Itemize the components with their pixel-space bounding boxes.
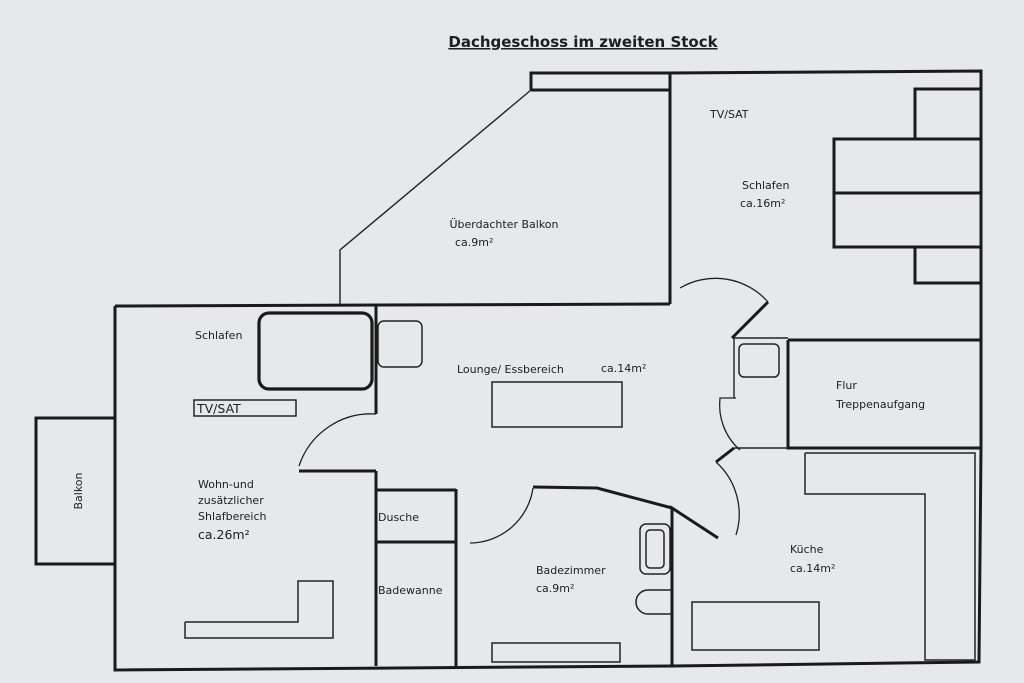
kitchen-table <box>691 601 820 651</box>
label-lounge-area: ca.14m² <box>601 362 646 375</box>
label-bedroom-right: Schlafen <box>742 179 789 192</box>
chair-left <box>377 320 423 368</box>
furniture <box>184 87 983 663</box>
bed-lower <box>832 191 983 249</box>
door-kitchen-arc <box>715 461 740 536</box>
label-flur: Flur <box>836 379 857 392</box>
bath-shelf <box>491 642 621 663</box>
label-bedroom-left: Schlafen <box>195 329 242 342</box>
walls <box>34 69 983 672</box>
door-bedroom-arc <box>679 277 769 303</box>
sink-basin <box>645 529 665 569</box>
wall-bath-top <box>532 485 673 510</box>
label-tv-right: TV/SAT <box>709 108 749 121</box>
dining-table <box>491 381 623 428</box>
label-bathtub: Badewanne <box>378 584 443 597</box>
nightstand-bottom <box>913 245 983 285</box>
tv-board-left <box>193 399 297 417</box>
label-stairs: Treppenaufgang <box>835 398 925 411</box>
label-bathroom-area: ca.9m² <box>536 582 574 595</box>
bed-left <box>257 311 374 391</box>
kitchen-counter <box>804 452 976 661</box>
wall-bedroom-door-jamb <box>730 300 770 340</box>
label-living-area: ca.26m² <box>198 527 250 542</box>
toilet <box>635 589 672 615</box>
wall-balcony-external <box>34 416 115 566</box>
label-bedroom-right-area: ca.16m² <box>740 197 785 210</box>
door-left-room-arc <box>298 413 377 467</box>
label-shower: Dusche <box>378 511 419 524</box>
door-flur-arc <box>718 397 741 451</box>
label-tv-left: TV/SAT <box>196 401 241 416</box>
label-living-3: Shlafbereich <box>198 510 267 523</box>
sink <box>639 523 671 575</box>
label-living-1: Wohn-und <box>198 478 254 491</box>
label-bathroom: Badezimmer <box>536 564 606 577</box>
wall-kitchen-jamb <box>715 446 735 464</box>
labels: Überdachter Balkon ca.9m² TV/SAT Schlafe… <box>72 108 925 597</box>
wall-balcony-diagonal <box>339 89 532 304</box>
label-living-2: zusätzlicher <box>198 494 264 507</box>
plan-title: Dachgeschoss im zweiten Stock <box>448 33 718 51</box>
door-bath-arc <box>469 487 534 544</box>
sofa-l-shape <box>184 580 334 639</box>
wall-lounge-top <box>114 302 671 308</box>
label-balcony-covered: Überdachter Balkon <box>450 218 559 231</box>
label-kitchen: Küche <box>790 543 824 556</box>
wall-right-lower <box>671 340 983 668</box>
label-lounge: Lounge/ Essbereich <box>457 363 564 376</box>
doors <box>298 277 769 544</box>
label-kitchen-area: ca.14m² <box>790 562 835 575</box>
label-balcony-external: Balkon <box>72 472 85 509</box>
label-balcony-covered-area: ca.9m² <box>455 236 493 249</box>
flur-appliance <box>738 343 780 378</box>
wall-left-bottom <box>113 306 673 672</box>
